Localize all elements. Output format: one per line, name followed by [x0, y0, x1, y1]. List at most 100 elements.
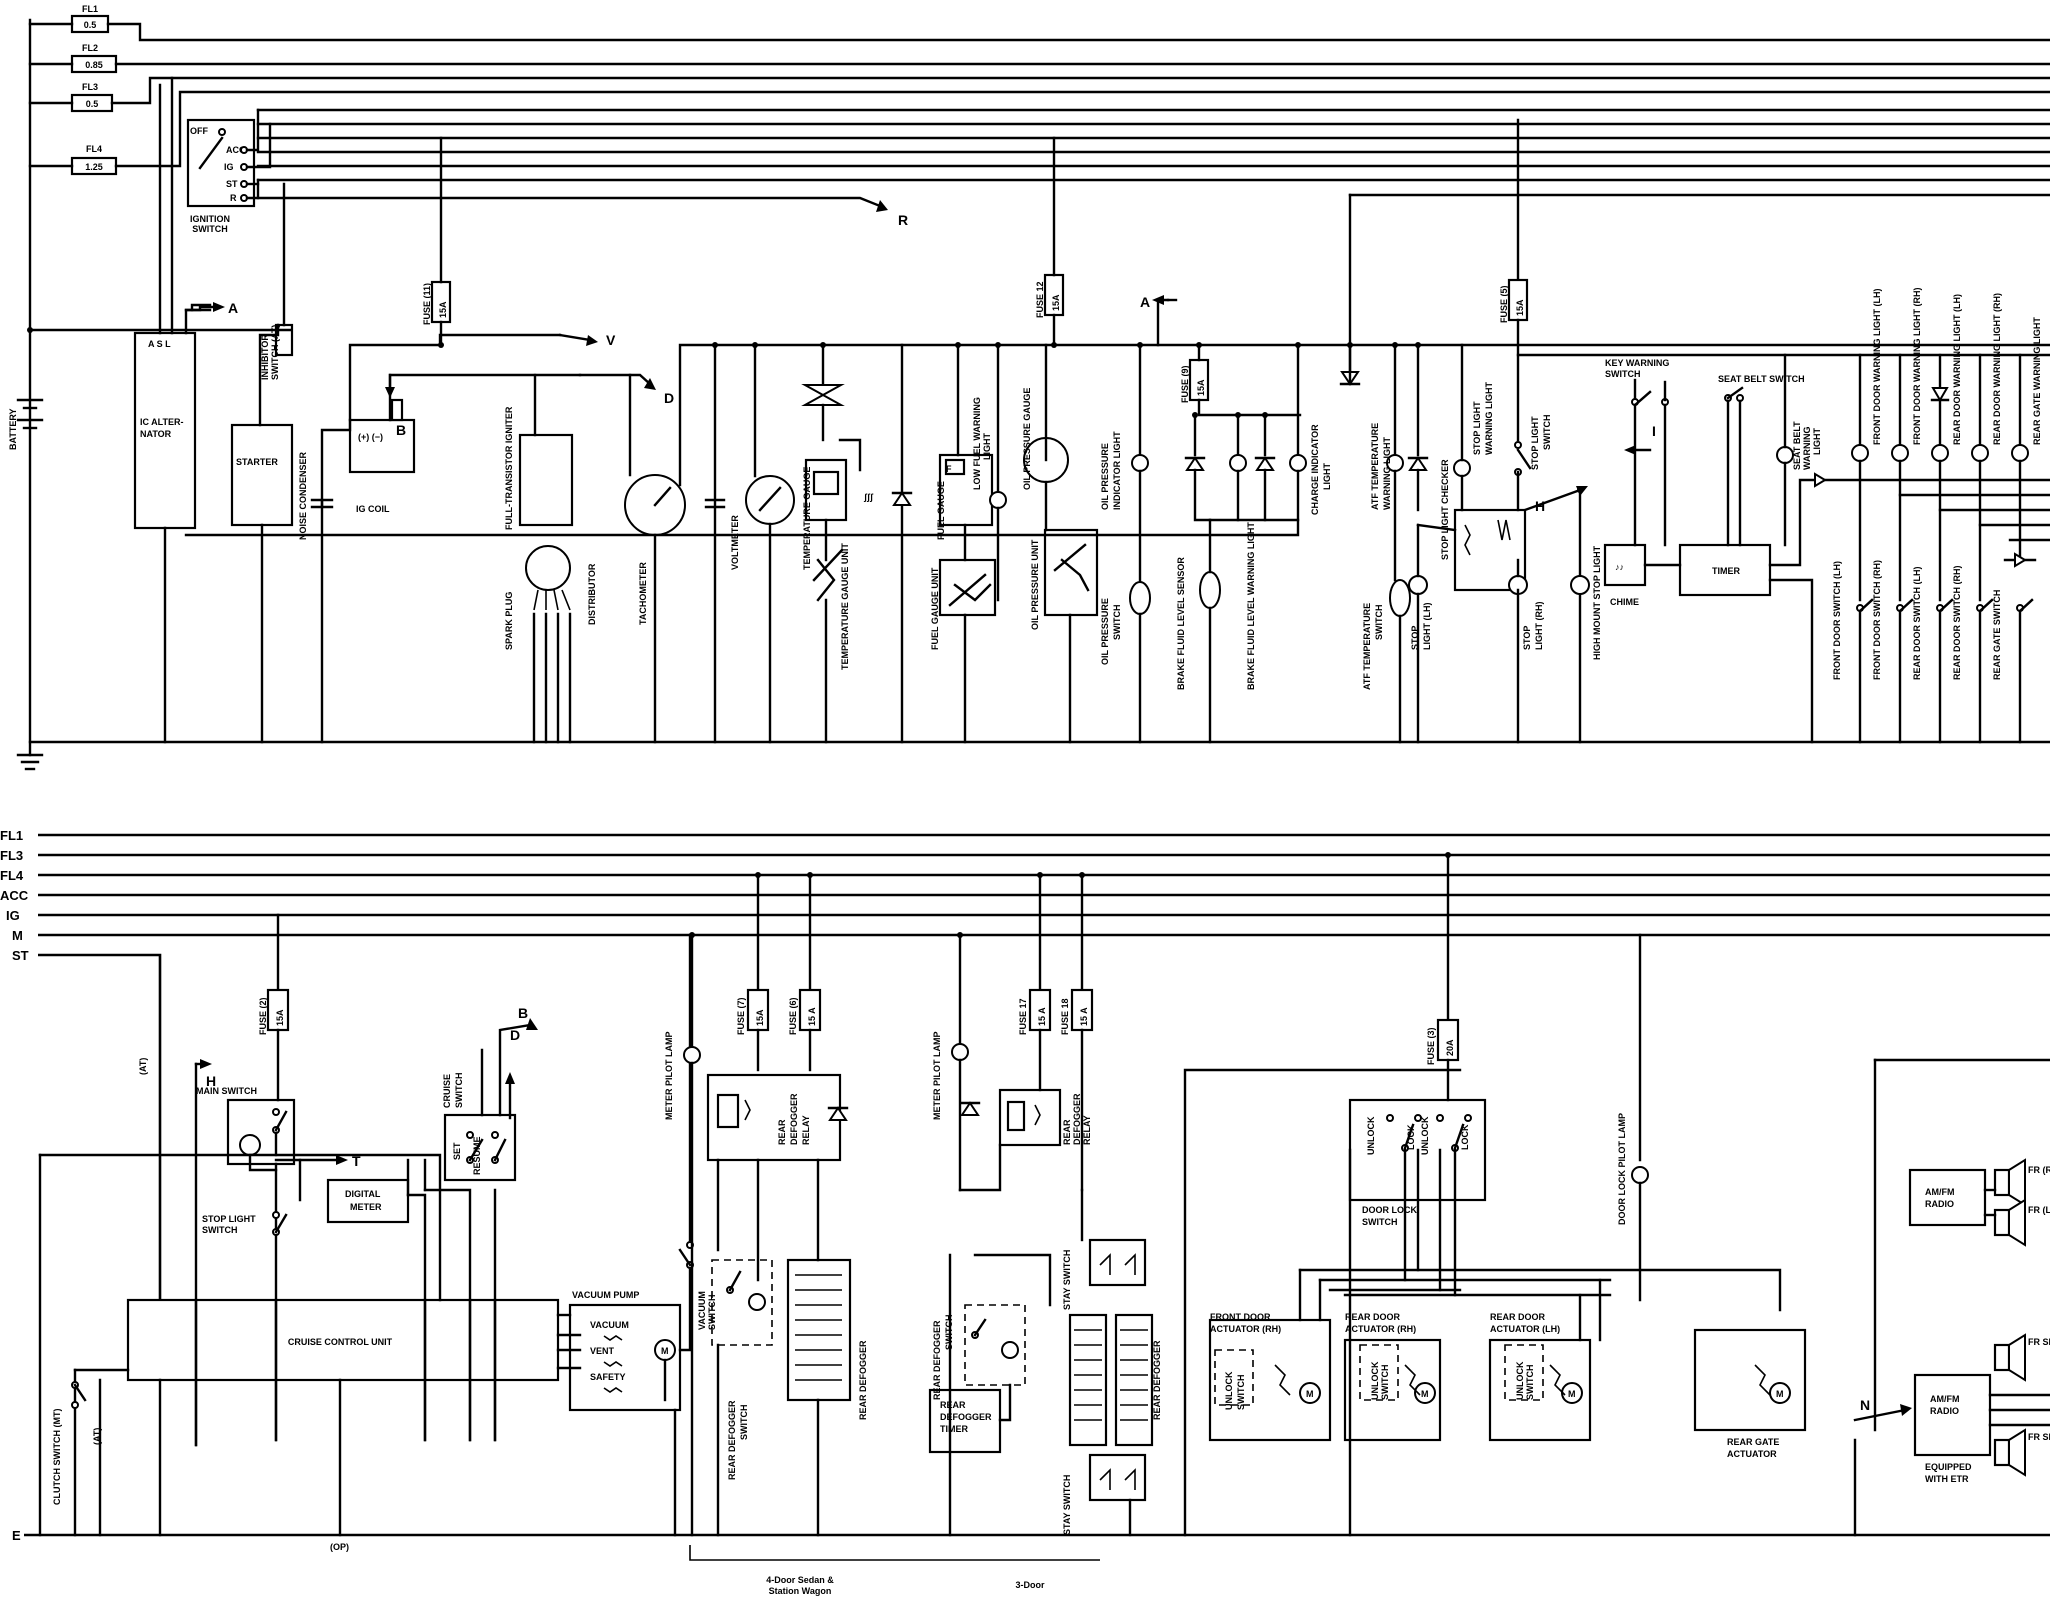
door-warnings: FRONT DOOR WARNING LIGHT (LH) FRONT DOOR…: [1823, 288, 2050, 744]
svg-text:SWITCH: SWITCH: [707, 1295, 717, 1331]
fl1-rating: 0.5: [84, 20, 97, 30]
fuse-2-name: FUSE (2): [258, 997, 268, 1035]
svg-text:M: M: [1421, 1389, 1429, 1399]
svg-text:SWITCH: SWITCH: [1374, 605, 1384, 641]
fd-actuator-label: FRONT DOOR: [1210, 1312, 1271, 1322]
fr-lh-label: FR (LH: [2028, 1205, 2050, 1215]
fl2-name: FL2: [82, 43, 98, 53]
defogger-grid-1: [786, 1258, 852, 1402]
door-lock: 20A FUSE (3) UNLOCK LOCK UNLOCK LOCK DOO…: [1183, 852, 1807, 1537]
warning-timer-group: KEY WARNING SWITCH I ♪♪ CHIME TIMER SEAT…: [1603, 353, 1827, 744]
vacuum-pump-label: VACUUM PUMP: [572, 1290, 639, 1300]
seat-belt-lamp: [1776, 446, 1794, 464]
seat-belt-light-label: SEAT BELT: [1792, 421, 1802, 470]
igniter-label: FULL-TRANSISTOR IGNITER: [504, 406, 514, 530]
defog-switch-1: [711, 1259, 773, 1346]
alternator-pins: A S L: [148, 339, 171, 349]
cruise-switch-body: [443, 1113, 517, 1182]
rd-actuator-lh-body: [1488, 1338, 1592, 1442]
svg-text:TIMER: TIMER: [940, 1424, 968, 1434]
svg-text:DEFOGGER: DEFOGGER: [789, 1093, 799, 1145]
vacuum-label: VACUUM: [590, 1320, 629, 1330]
temperature-gauge: ʃʃʃ TEMPERATURE GAUGE TEMPERATURE GAUGE …: [801, 342, 874, 744]
svg-text:SWITCH: SWITCH: [454, 1073, 464, 1109]
fr-rh-label: FR (RH: [2028, 1165, 2050, 1175]
svg-text:LIGHT: LIGHT: [982, 433, 992, 460]
chime-body: [1603, 543, 1647, 587]
defogger-4door: METER PILOT LAMP 15A FUSE (7) 15 A FUSE …: [664, 872, 1100, 1596]
stop-checker-body: [1453, 508, 1527, 592]
atf-switch-symbol: [1389, 579, 1411, 617]
safety-label: SAFETY: [590, 1372, 626, 1382]
ref-n-label: N: [1860, 1397, 1870, 1413]
fuse-12-rating: 15A: [1051, 294, 1061, 311]
ref-v: V: [558, 332, 616, 348]
cruise-switch-label: CRUISE: [442, 1074, 452, 1108]
bus-e-label: E: [12, 1528, 21, 1543]
svg-text:M: M: [1568, 1389, 1576, 1399]
ig-coil-group: NOISE CONDENSER (+) (−) IG COIL: [298, 333, 582, 744]
bus-fl3-label: FL3: [0, 848, 23, 863]
defogger-label-2: REAR DEFOGGER: [1152, 1340, 1162, 1420]
svg-text:SWITCH: SWITCH: [1525, 1365, 1535, 1401]
ref-d-bottom-label: D: [510, 1027, 520, 1043]
svg-text:ACTUATOR (RH): ACTUATOR (RH): [1210, 1324, 1281, 1334]
svg-text:METER: METER: [350, 1202, 382, 1212]
cruise-section: (AT) 15A FUSE (2) MAIN SWITCH H STOP LIG…: [38, 913, 717, 1552]
rd-light-lh-lamp: [1931, 444, 1949, 462]
alternator: A S L IC ALTER- NATOR: [133, 76, 212, 744]
fuse-9: 15A FUSE (9): [1180, 342, 1302, 417]
svg-text:SWITCH: SWITCH: [192, 224, 228, 234]
fuse-11-name: FUSE (11): [422, 283, 432, 325]
svg-text:ACTUATOR: ACTUATOR: [1727, 1449, 1777, 1459]
fuse-18-name: FUSE 18: [1060, 998, 1070, 1035]
fuse-3-rating: 20A: [1445, 1039, 1455, 1056]
fl4-rating: 1.25: [85, 162, 103, 172]
top-feeds: [106, 22, 2050, 182]
vent-label: VENT: [590, 1346, 615, 1356]
vacuum-switch-label: VACUUM: [697, 1291, 707, 1330]
resume-label: RESUME: [472, 1136, 482, 1175]
igniter-body: [518, 433, 574, 527]
stop-warning-label: STOP LIGHT: [1472, 401, 1482, 455]
low-fuel-lamp: [989, 491, 1007, 509]
ignition-pos-acc: ACC: [226, 145, 246, 155]
clutch-label: CLUTCH SWITCH (MT): [52, 1409, 62, 1505]
svg-text:REAR: REAR: [940, 1400, 966, 1410]
radio-1-body: [1908, 1168, 1987, 1227]
svg-text:ʃʃʃ: ʃʃʃ: [863, 492, 874, 502]
high-mount-lamp: [1570, 575, 1590, 595]
digital-meter-body: [326, 1178, 410, 1224]
lock-label-2: LOCK: [1460, 1124, 1470, 1150]
svg-text:(+) (−): (+) (−): [358, 432, 383, 442]
fd-light-lh-label: FRONT DOOR WARNING LIGHT (LH): [1872, 289, 1882, 445]
svg-text:LIGHT: LIGHT: [1322, 463, 1332, 490]
timer-label: TIMER: [1712, 566, 1740, 576]
main-switch-body: [226, 1098, 296, 1166]
svg-text:IC ALTER-: IC ALTER-: [140, 417, 184, 427]
fuse-6-rating: 15 A: [807, 1007, 817, 1026]
high-mount-label: HIGH MOUNT STOP LIGHT: [1592, 545, 1602, 660]
door-lock-pilot-label: DOOR LOCK PILOT LAMP: [1617, 1113, 1627, 1225]
svg-text:WARNING LIGHT: WARNING LIGHT: [1484, 382, 1494, 455]
stay-switch-1: [1088, 1238, 1147, 1287]
fd-sw-rh-label: FRONT DOOR SWITCH (RH): [1872, 560, 1882, 680]
svg-text:RELAY: RELAY: [1082, 1115, 1092, 1145]
fr-sp-lh-label: FR SPE (LH: [2028, 1432, 2050, 1442]
fd-actuator-body: [1208, 1318, 1332, 1442]
svg-text:SWITCH: SWITCH: [202, 1225, 238, 1235]
meter-pilot-lamp-2: [951, 1043, 969, 1061]
defog-switch-label-2: REAR DEFOGGER: [932, 1320, 942, 1400]
cruise-unit-label: CRUISE CONTROL UNIT: [288, 1337, 393, 1347]
fuse-12-name: FUSE 12: [1035, 281, 1045, 318]
stop-switch-bottom-label: STOP LIGHT: [202, 1214, 256, 1224]
svg-text:ACTUATOR (RH): ACTUATOR (RH): [1345, 1324, 1416, 1334]
svg-text:DEFOGGER: DEFOGGER: [1072, 1093, 1082, 1145]
svg-text:3-Door: 3-Door: [1016, 1580, 1045, 1590]
rg-actuator-label: REAR GATE: [1727, 1437, 1779, 1447]
ref-a-left-label: A: [228, 300, 238, 316]
stay-switch-label-2: STAY SWITCH: [1062, 1475, 1072, 1535]
fd-sw-lh-label: FRONT DOOR SWITCH (LH): [1832, 561, 1842, 680]
svg-text:LIGHT: LIGHT: [1812, 428, 1822, 455]
ig-coil-body: [348, 418, 416, 474]
